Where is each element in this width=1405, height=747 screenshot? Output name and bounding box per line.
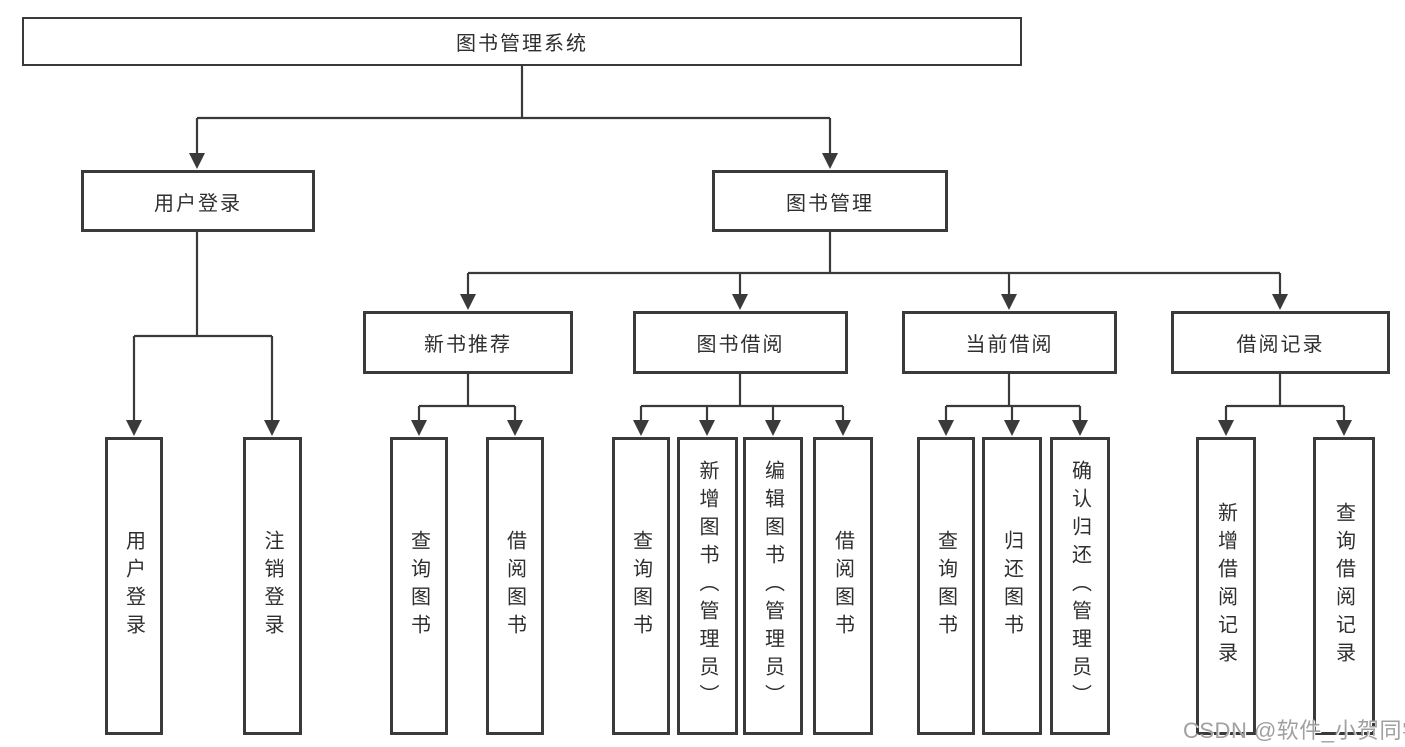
leaf-query-books-current: 查询图书 — [917, 437, 975, 735]
leaf-query-borrow-record: 查询借阅记录 — [1313, 437, 1375, 735]
node-book-management: 图书管理 — [712, 170, 948, 232]
node-library-management-system: 图书管理系统 — [22, 17, 1022, 66]
node-current-borrowing: 当前借阅 — [902, 311, 1117, 374]
node-user-login: 用户登录 — [81, 170, 315, 232]
leaf-logout: 注销登录 — [243, 437, 302, 735]
leaf-add-book-admin: 新增图书（管理员） — [677, 437, 738, 735]
leaf-add-borrow-record: 新增借阅记录 — [1196, 437, 1256, 735]
leaf-return-book: 归还图书 — [982, 437, 1042, 735]
watermark: CSDN @软件_小贺同学 — [1183, 718, 1405, 743]
leaf-query-books-borrow: 查询图书 — [612, 437, 670, 735]
leaf-confirm-return-admin: 确认归还（管理员） — [1050, 437, 1110, 735]
node-new-book-recommendation: 新书推荐 — [363, 311, 573, 374]
node-borrowing-records: 借阅记录 — [1171, 311, 1390, 374]
leaf-edit-book-admin: 编辑图书（管理员） — [743, 437, 803, 735]
leaf-borrow-books: 借阅图书 — [813, 437, 873, 735]
leaf-borrow-books-recommend: 借阅图书 — [486, 437, 544, 735]
leaf-query-books-recommend: 查询图书 — [390, 437, 448, 735]
leaf-user-login: 用户登录 — [105, 437, 163, 735]
node-book-borrowing: 图书借阅 — [633, 311, 848, 374]
